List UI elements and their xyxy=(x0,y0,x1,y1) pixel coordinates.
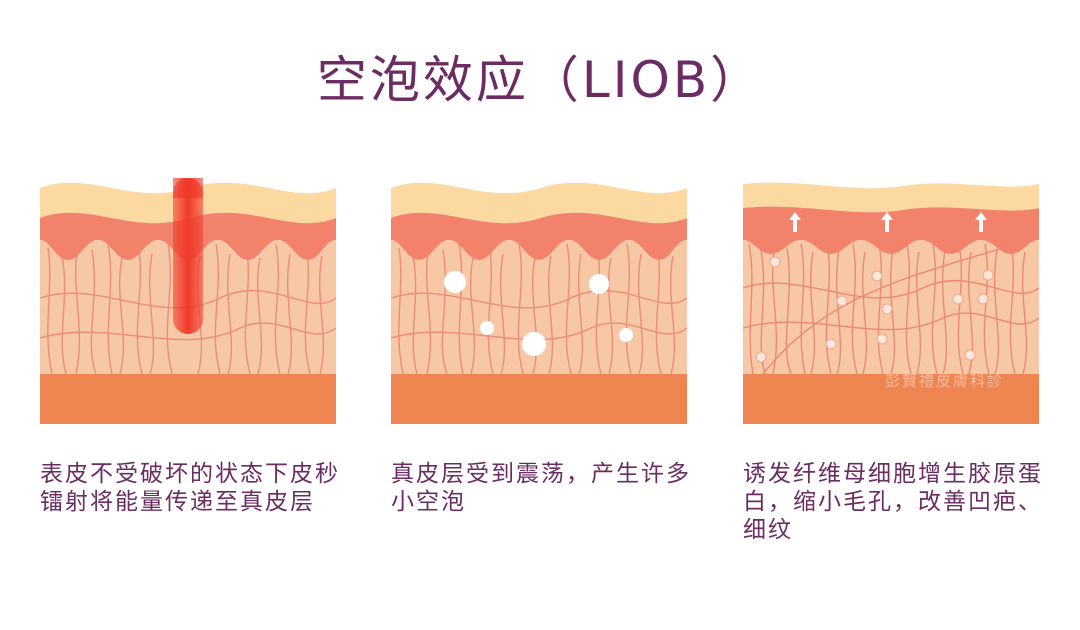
skin-diagram-collagen xyxy=(743,178,1039,424)
bubble-icon xyxy=(444,271,633,356)
fibroblast-dots xyxy=(755,256,994,363)
subcutaneous-layer xyxy=(743,374,1039,424)
page-title: 空泡效应（LIOB） xyxy=(316,51,764,109)
collagen-fibers xyxy=(391,243,687,375)
caption-bubbles: 真皮层受到震荡，产生许多小空泡 xyxy=(391,461,691,515)
dermis-top-layer xyxy=(743,206,1039,254)
dermis-top-layer xyxy=(391,212,687,260)
epidermis-layer xyxy=(391,182,687,224)
caption-laser: 表皮不受破坏的状态下皮秒镭射将能量传递至真皮层 xyxy=(40,461,340,515)
skin-diagram-bubbles xyxy=(391,178,687,424)
up-arrow-icon xyxy=(789,212,987,232)
subcutaneous-layer xyxy=(40,374,336,424)
collagen-fibers xyxy=(743,243,1039,375)
epidermis-layer xyxy=(743,182,1039,213)
skin-diagram-laser xyxy=(40,178,336,424)
caption-collagen: 诱发纤维母细胞增生胶原蛋白，缩小毛孔，改善凹疤、细纹 xyxy=(743,461,1043,543)
watermark-text: 彭賢禮皮膚科診 xyxy=(885,372,1005,390)
subcutaneous-layer xyxy=(391,374,687,424)
laser-beam-icon xyxy=(173,178,203,334)
